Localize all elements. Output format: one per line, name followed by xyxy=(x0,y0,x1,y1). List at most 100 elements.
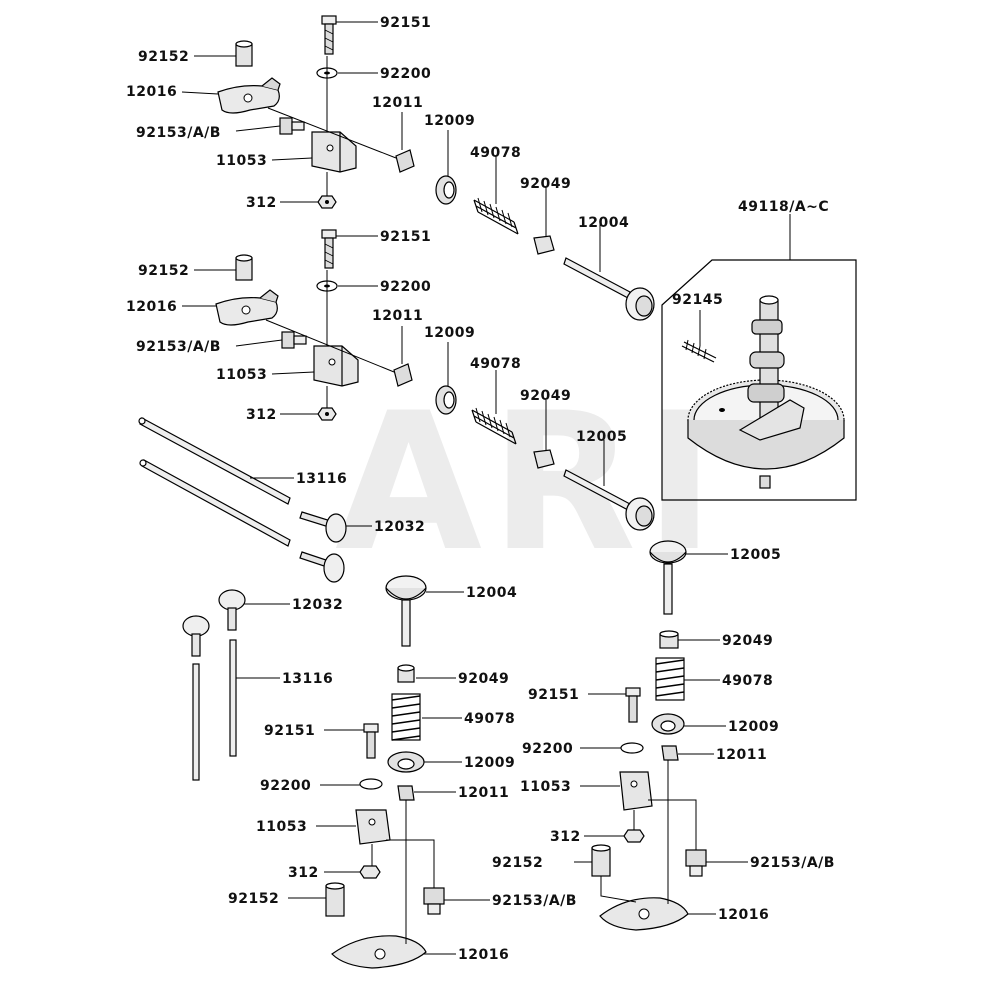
callout-label: 49078 xyxy=(464,711,515,727)
rocker-assembly-second: 92151 92152 92200 12016 12011 92153/A/B … xyxy=(126,229,655,531)
washer-part xyxy=(359,778,383,790)
callout-label: 92152 xyxy=(228,891,279,907)
callout-label: 12009 xyxy=(464,755,515,771)
callout-label: 92151 xyxy=(528,687,579,703)
callout-label: 12005 xyxy=(576,429,627,445)
callout-label: 92049 xyxy=(520,388,571,404)
bolt-part xyxy=(321,229,337,269)
callout-label: 49078 xyxy=(470,145,521,161)
callout-label: 12016 xyxy=(126,84,177,100)
callout-label: 12004 xyxy=(578,215,629,231)
pivot-bolt-part xyxy=(685,849,707,877)
callout-label: 11053 xyxy=(520,779,571,795)
valve-part xyxy=(563,257,655,321)
collar-part xyxy=(235,254,253,281)
collar-part xyxy=(591,844,611,877)
callout-label: 11053 xyxy=(216,153,267,169)
valve-stem-seal-part xyxy=(659,630,679,649)
bracket-part xyxy=(311,131,357,173)
callout-label: 92151 xyxy=(380,15,431,31)
rocker-assembly-lower-right: 12005 92049 49078 92151 12009 92200 1201… xyxy=(492,540,834,931)
callout-label: 12005 xyxy=(730,547,781,563)
callout-label: 12011 xyxy=(372,308,423,324)
callout-label: 12016 xyxy=(126,299,177,315)
tappet-part xyxy=(299,511,347,543)
push-rod-guide-part xyxy=(393,363,413,387)
valve-part xyxy=(563,469,655,531)
callout-label: 92200 xyxy=(380,66,431,82)
callout-label: 92152 xyxy=(138,263,189,279)
nut-part xyxy=(317,195,337,209)
push-rod-part xyxy=(192,663,200,781)
camshaft-assembly: 49118/A~C 92145 xyxy=(661,199,857,501)
callout-label: 92151 xyxy=(264,723,315,739)
rocker-arm-part xyxy=(599,897,689,931)
lower-left-rods: 12032 13116 xyxy=(182,589,343,781)
callout-label: 92200 xyxy=(260,778,311,794)
bracket-part xyxy=(355,809,391,845)
callout-label: 312 xyxy=(550,829,581,845)
callout-label: 92152 xyxy=(138,49,189,65)
rocker-arm-part xyxy=(331,935,427,969)
push-rod-part xyxy=(141,459,291,547)
pivot-bolt-part xyxy=(281,331,307,349)
tappet-part xyxy=(218,589,246,631)
callout-label: 92152 xyxy=(492,855,543,871)
callout-label: 92153/A/B xyxy=(136,339,221,355)
rocker-assembly-lower-left: 12004 92049 49078 92151 12009 92200 1201… xyxy=(228,575,577,969)
callout-label: 92200 xyxy=(522,741,573,757)
callout-label: 92200 xyxy=(380,279,431,295)
callout-label: 312 xyxy=(246,195,277,211)
callout-label: 11053 xyxy=(256,819,307,835)
pivot-bolt-part xyxy=(279,117,305,135)
pivot-bolt-part xyxy=(423,887,445,915)
callout-label: 13116 xyxy=(296,471,347,487)
push-rod-part xyxy=(229,639,237,757)
callout-label: 92153/A/B xyxy=(136,125,221,141)
nut-part xyxy=(623,829,645,843)
callout-label: 49118/A~C xyxy=(738,199,829,215)
spring-retainer-part xyxy=(435,385,457,415)
spring-retainer-part xyxy=(387,751,425,773)
camshaft-detail-frame xyxy=(661,259,857,501)
collar-part xyxy=(235,40,253,67)
push-rod-guide-part xyxy=(661,745,679,761)
bolt-part xyxy=(363,723,379,759)
nut-part xyxy=(317,407,337,421)
valve-stem-seal-part xyxy=(533,235,555,255)
callout-label: 49078 xyxy=(722,673,773,689)
bracket-part xyxy=(313,345,359,387)
callout-label: 12032 xyxy=(374,519,425,535)
rocker-arm-part xyxy=(215,289,279,326)
callout-label: 12004 xyxy=(466,585,517,601)
valve-stem-seal-part xyxy=(533,449,555,469)
push-rod-guide-part xyxy=(395,149,415,173)
callout-label: 12011 xyxy=(372,95,423,111)
valve-part xyxy=(385,575,427,647)
callout-label: 12009 xyxy=(424,325,475,341)
callout-label: 12009 xyxy=(728,719,779,735)
valve-part xyxy=(649,540,687,615)
push-rods-and-tappets: 13116 12032 xyxy=(138,417,425,583)
valve-spring-part xyxy=(655,657,685,701)
valve-spring-part xyxy=(471,407,517,445)
callout-label: 312 xyxy=(246,407,277,423)
push-rod-part xyxy=(139,417,291,505)
valve-spring-part xyxy=(391,693,421,741)
callout-label: 92153/A/B xyxy=(492,893,577,909)
callout-label: 312 xyxy=(288,865,319,881)
push-rod-guide-part xyxy=(397,785,415,801)
callout-label: 92049 xyxy=(520,176,571,192)
callout-label: 12009 xyxy=(424,113,475,129)
bracket-part xyxy=(619,771,653,811)
spring-retainer-part xyxy=(651,713,685,735)
callout-label: 92145 xyxy=(672,292,723,308)
callout-label: 92049 xyxy=(722,633,773,649)
tappet-part xyxy=(182,615,210,657)
rocker-arm-part xyxy=(217,77,281,114)
collar-part xyxy=(325,882,345,917)
callout-label: 11053 xyxy=(216,367,267,383)
nut-part xyxy=(359,865,381,879)
